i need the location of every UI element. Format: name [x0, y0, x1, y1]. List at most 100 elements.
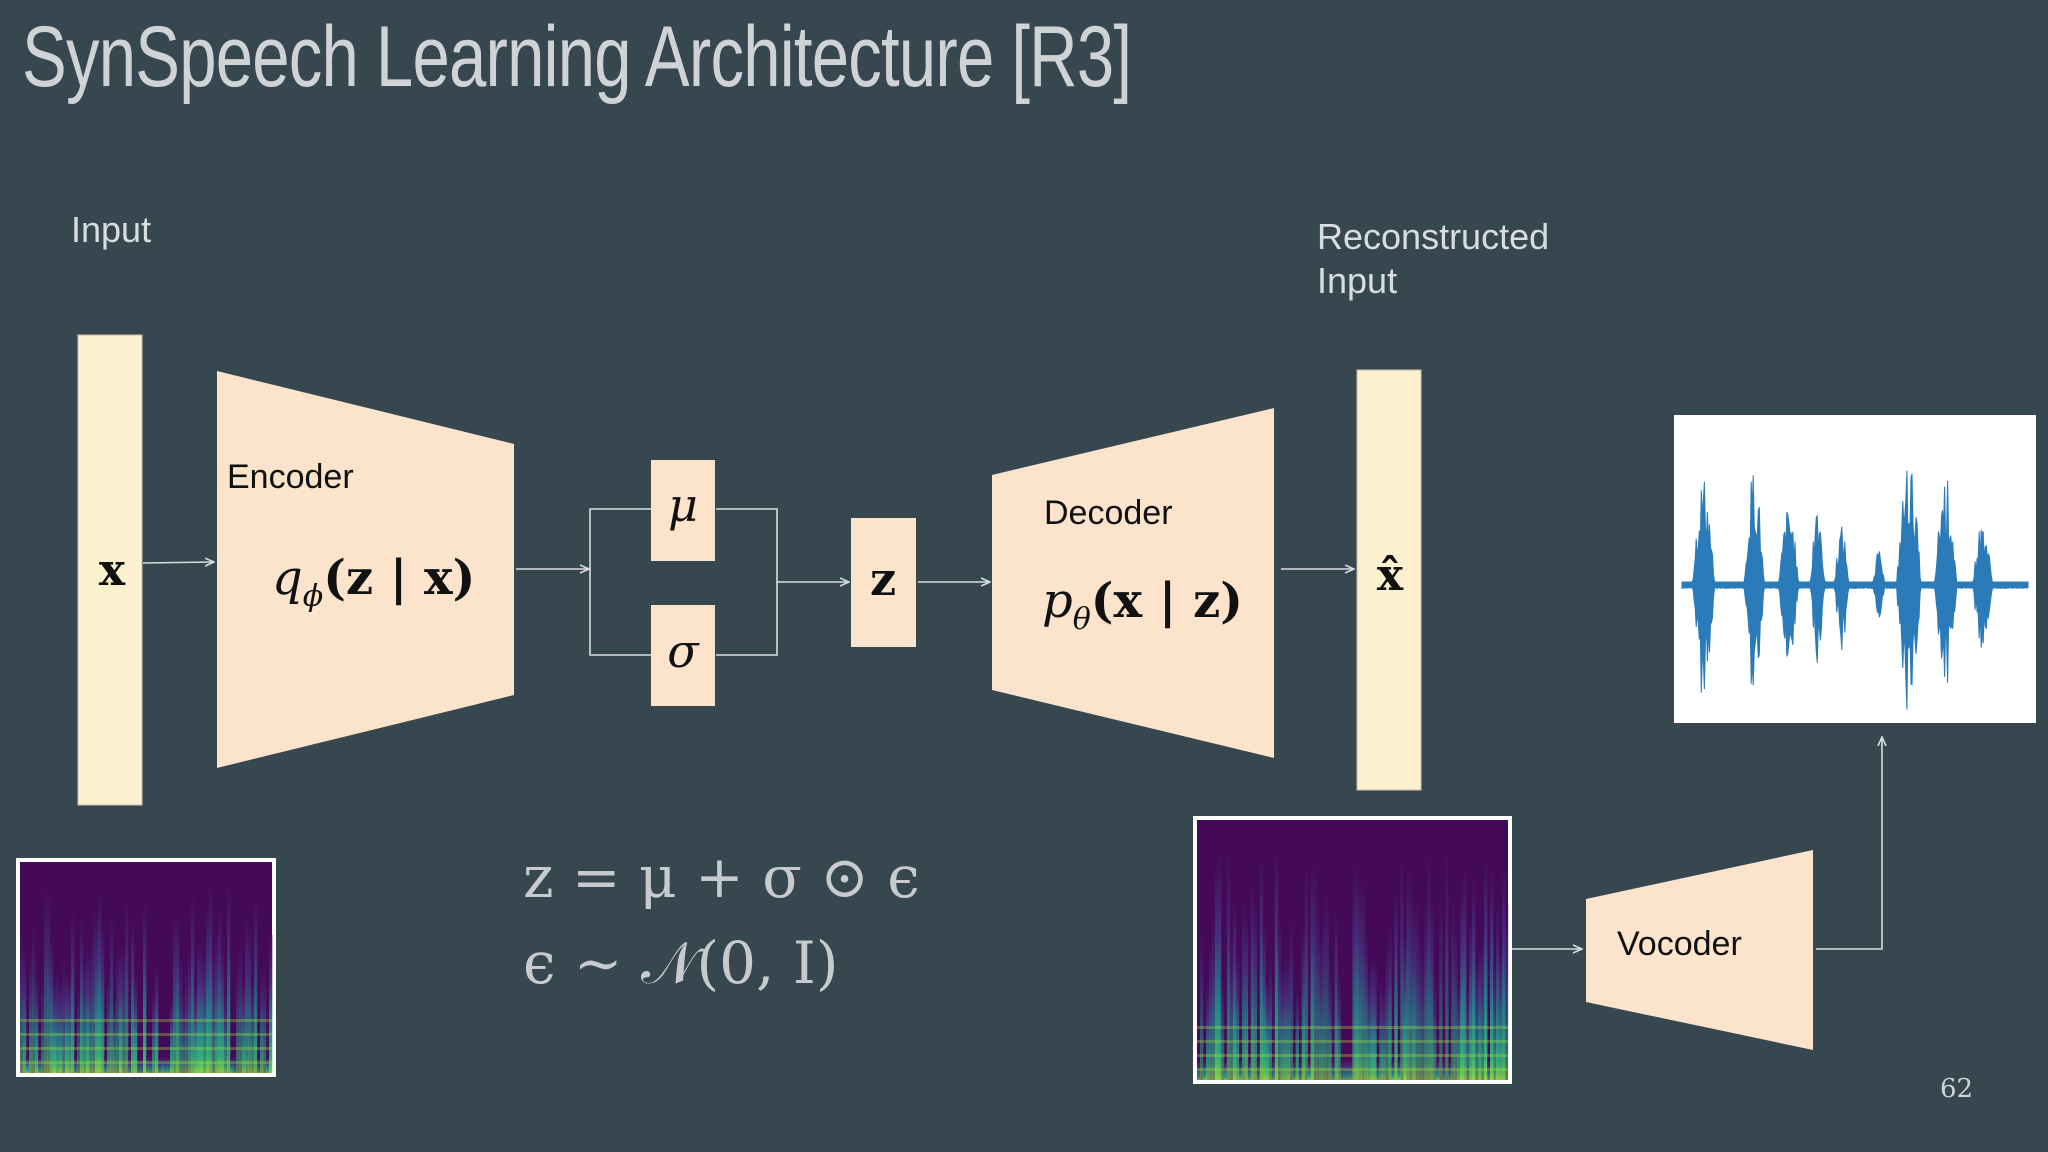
reconstructed-label-line2: Input — [1317, 260, 1398, 301]
spectrogram-column — [242, 977, 246, 1073]
spectrogram-column — [1490, 870, 1494, 1080]
decoder-block — [992, 408, 1274, 758]
spectrogram-column — [164, 1056, 168, 1073]
spectrogram-column — [1391, 1059, 1395, 1080]
spectrogram-column — [1445, 846, 1449, 1080]
spectrogram-column — [1325, 887, 1329, 1080]
spectrogram-column — [176, 915, 180, 1073]
spectrogram-column — [77, 988, 81, 1073]
spectrogram-column — [98, 891, 102, 1073]
spectrogram-column — [218, 912, 222, 1073]
spectrogram-column — [167, 1056, 171, 1073]
spectrogram-column — [203, 950, 207, 1073]
spectrogram-column — [1292, 1059, 1296, 1080]
spectrogram-column — [1421, 954, 1425, 1080]
spectrogram-column — [20, 934, 24, 1073]
spectrogram-harmonic — [20, 1033, 272, 1036]
spectrogram-column — [92, 912, 96, 1073]
spectrogram-column — [125, 895, 129, 1073]
spectrogram-column — [260, 970, 264, 1073]
spectrogram-column — [1451, 901, 1455, 1080]
spectrogram-column — [62, 958, 66, 1073]
spectrogram-column — [194, 985, 198, 1073]
spectrogram-column — [1283, 954, 1287, 1080]
spectrogram-column — [128, 1056, 132, 1073]
spectrogram-column — [1259, 857, 1264, 1080]
spectrogram-column — [257, 1056, 261, 1073]
spectrogram-column — [86, 948, 90, 1073]
spectrogram-column — [1376, 1059, 1380, 1080]
spectrogram-column — [215, 934, 219, 1073]
spectrogram-column — [1241, 901, 1246, 1080]
mu-block — [651, 460, 715, 561]
spectrogram-column — [1337, 976, 1341, 1080]
reconstructed-label-line1: Reconstructed — [1317, 216, 1550, 257]
spectrogram-column — [1265, 976, 1270, 1080]
spectrogram-column — [1304, 864, 1308, 1080]
spectrogram-column — [1439, 895, 1443, 1080]
input-spectrogram — [16, 858, 276, 1077]
spectrogram-column — [239, 939, 243, 1073]
spectrogram-column — [1352, 872, 1356, 1080]
spectrogram-column — [1463, 862, 1467, 1080]
spectrogram-column — [80, 920, 84, 1073]
spectrogram-column — [1418, 934, 1422, 1080]
input-vector-symbol: x — [99, 545, 126, 596]
spectrogram-column — [1403, 933, 1407, 1080]
spectrogram-column — [1472, 878, 1476, 1080]
spectrogram-column — [1253, 901, 1258, 1080]
spectrogram-column — [1310, 867, 1314, 1080]
arrow-x-to-encoder — [142, 562, 214, 563]
spectrogram-column — [95, 910, 99, 1073]
spectrogram-harmonic — [20, 1047, 272, 1050]
spectrogram-column — [1235, 949, 1240, 1080]
spectrogram-column — [1433, 975, 1437, 1080]
spectrogram-column — [1301, 927, 1305, 1080]
spectrogram-column — [1424, 900, 1428, 1080]
spectrogram-harmonic — [1197, 1026, 1508, 1029]
spectrogram-column — [1499, 946, 1503, 1080]
spectrogram-column — [224, 993, 228, 1073]
spectrogram-column — [254, 895, 258, 1073]
spectrogram-column — [1307, 1059, 1311, 1080]
spectrogram-column — [1379, 979, 1383, 1080]
spectrogram-column — [1442, 1059, 1446, 1080]
spectrogram-column — [1250, 882, 1255, 1080]
mel-spectrogram-bands — [1197, 846, 1509, 1080]
waveform-trace — [1681, 470, 2029, 710]
spectrogram-column — [1322, 903, 1326, 1080]
spectrogram-column — [233, 1056, 237, 1073]
spectrogram-column — [1427, 853, 1431, 1080]
spectrogram-column — [1209, 939, 1213, 1080]
spectrogram-column — [191, 894, 195, 1073]
spectrogram-column — [182, 989, 186, 1073]
spectrogram-column — [248, 929, 252, 1073]
spectrogram-column — [122, 944, 126, 1073]
spectrogram-column — [227, 884, 231, 1073]
spectrogram-column — [1203, 1059, 1207, 1080]
spectrogram-column — [65, 971, 69, 1073]
spectrogram-column — [26, 1056, 30, 1073]
input-vector — [77, 334, 143, 806]
spectrogram-column — [1313, 858, 1317, 1080]
spectrogram-column — [179, 957, 183, 1073]
spectrogram-column — [44, 886, 48, 1073]
spectrogram-column — [29, 951, 33, 1073]
spectrogram-column — [1370, 956, 1374, 1080]
spectrogram-column — [1400, 855, 1404, 1080]
spectrogram-harmonic — [1197, 1054, 1508, 1057]
spectrogram-column — [1220, 976, 1225, 1080]
spectrogram-column — [230, 1056, 234, 1073]
spectrogram-column — [1197, 1059, 1201, 1080]
spectrogram-column — [1397, 1059, 1401, 1080]
spectrogram-column — [83, 961, 87, 1073]
spectrogram-column — [263, 960, 267, 1073]
spectrogram-column — [1334, 912, 1338, 1080]
spectrogram-column — [1394, 888, 1398, 1080]
spectrogram-column — [137, 1056, 141, 1073]
spectrogram-column — [1223, 1059, 1228, 1080]
spectrogram-column — [1271, 1059, 1276, 1080]
spectrogram-column — [158, 1056, 162, 1073]
spectrogram-column — [1466, 986, 1470, 1080]
